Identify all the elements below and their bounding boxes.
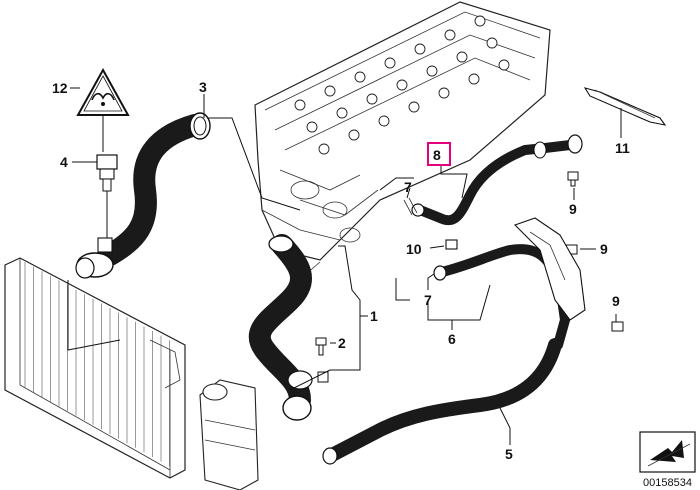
bolt-9-low (611, 321, 624, 332)
callout-11: 11 (615, 140, 630, 156)
cam-boss (474, 15, 486, 27)
cam-boss (384, 57, 396, 69)
warning-hot-coolant-icon (76, 67, 130, 116)
cam-boss (366, 93, 378, 105)
heater-hose-5 (322, 338, 562, 465)
callout-7-lower: 7 (424, 292, 432, 308)
cam-boss (444, 29, 456, 41)
coolant-pipe-8 (403, 134, 583, 226)
bolt-9-top (567, 171, 579, 187)
callout-labels: 12 3 4 8 7 9 10 11 9 7 9 1 2 6 5 (52, 79, 630, 462)
highlight-box-8 (427, 142, 451, 166)
callout-5: 5 (505, 446, 513, 462)
cam-boss (336, 107, 348, 119)
cam-boss (414, 43, 426, 55)
callout-9-top: 9 (569, 201, 577, 217)
cam-boss (456, 51, 468, 63)
callout-8: 8 (433, 147, 441, 163)
upper-hose-3 (99, 112, 211, 266)
expansion-tank (199, 379, 259, 490)
cam-boss (294, 99, 306, 111)
callout-10: 10 (406, 241, 422, 257)
cam-boss (408, 101, 420, 113)
temperature-sensor-4 (96, 154, 118, 192)
cam-boss (318, 143, 330, 155)
callout-7-upper: 7 (404, 179, 412, 195)
cam-boss (396, 79, 408, 91)
bolt-2 (315, 337, 327, 356)
callout-9-low: 9 (612, 293, 620, 309)
cam-boss (354, 71, 366, 83)
engine-cylinder-head (254, 1, 551, 276)
radiator (4, 257, 186, 479)
cam-boss (498, 59, 510, 71)
callout-2: 2 (338, 335, 346, 351)
arrow-sheet-icon (639, 431, 696, 473)
thermostat-housing (75, 237, 114, 279)
cam-boss (486, 37, 498, 49)
lower-hose-1 (248, 234, 329, 421)
bolt-10 (445, 239, 458, 250)
cable-strap-11 (583, 87, 667, 126)
cam-boss (438, 87, 450, 99)
cam-boss (468, 73, 480, 85)
cam-boss (426, 65, 438, 77)
callout-1: 1 (370, 308, 378, 324)
cam-boss (348, 129, 360, 141)
callout-9-mid: 9 (600, 241, 608, 257)
camshaft-bosses (294, 15, 510, 155)
cam-boss (324, 85, 336, 97)
cam-boss (306, 121, 318, 133)
callout-3: 3 (199, 79, 207, 95)
cam-boss (378, 115, 390, 127)
coolant-pipe-6 (433, 217, 586, 350)
diagram-id: 00158534 (643, 477, 692, 489)
leader-lines (67, 87, 622, 445)
callout-12: 12 (52, 80, 68, 96)
callout-4: 4 (60, 154, 68, 170)
callout-6: 6 (448, 331, 456, 347)
